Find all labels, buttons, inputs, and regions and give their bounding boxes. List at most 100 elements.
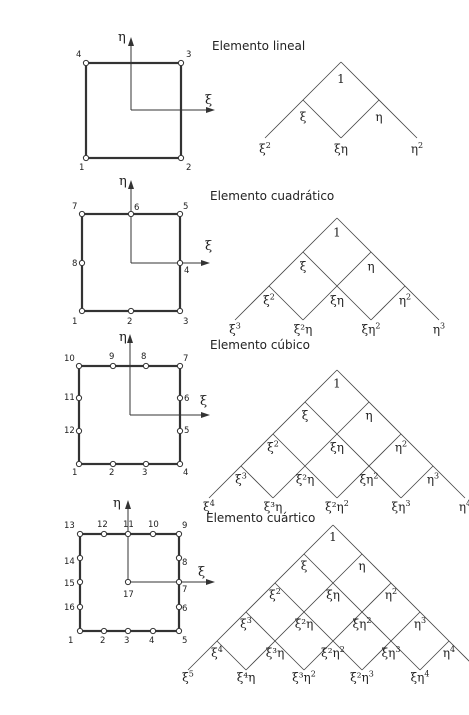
polynomial-term: ξ5 — [182, 670, 194, 685]
node-17 — [124, 578, 132, 586]
term-exponent: 2 — [406, 293, 411, 302]
term-exponent: 4 — [466, 499, 469, 508]
node-label: 6 — [184, 394, 189, 404]
node-8 — [175, 554, 183, 562]
polynomial-term: ξη3 — [392, 499, 411, 514]
node-2 — [177, 154, 185, 162]
term-base: η — [433, 323, 440, 337]
node-5 — [176, 210, 184, 218]
term-base: ξη — [411, 671, 425, 685]
term-exponent: 4 — [218, 645, 223, 654]
polynomial-term: η3 — [414, 616, 426, 631]
term-base: η — [427, 473, 434, 487]
term-base: ξ²η — [321, 646, 340, 660]
term-exponent: 2 — [402, 440, 407, 449]
node-label: 5 — [183, 202, 188, 212]
node-15 — [76, 578, 84, 586]
term-base: ξ³η — [264, 500, 283, 514]
term-base: η — [367, 260, 374, 274]
polynomial-term: ξ3 — [229, 322, 241, 337]
triangle-grid-line — [336, 217, 440, 321]
polynomial-term: η4 — [459, 499, 469, 514]
node-label: 12 — [64, 426, 75, 436]
polynomial-term: 1 — [333, 226, 341, 240]
polynomial-term: ξ2 — [263, 293, 275, 308]
polynomial-term: η — [365, 409, 372, 423]
polynomial-term: ξ2 — [267, 440, 279, 455]
node-label: 10 — [148, 520, 159, 530]
polynomial-term: η2 — [399, 293, 411, 308]
node-label: 1 — [68, 636, 73, 646]
term-base: ξη — [353, 617, 367, 631]
polynomial-term: ξ — [300, 110, 307, 124]
xi-arrowhead — [206, 107, 215, 113]
term-base: ξη — [382, 646, 396, 660]
term-base: η — [399, 294, 406, 308]
term-base: ξ — [269, 588, 276, 602]
node-4 — [176, 460, 184, 468]
eta-axis-label: η — [118, 30, 126, 45]
eta-arrowhead — [128, 37, 134, 46]
term-base: ξ — [235, 473, 242, 487]
node-11 — [124, 530, 132, 538]
node-label: 6 — [182, 604, 187, 614]
term-base: η — [385, 588, 392, 602]
term-base: η — [411, 142, 418, 156]
node-14 — [76, 554, 84, 562]
polynomial-term: ξ³η — [266, 646, 285, 660]
triangle-grid-line — [302, 99, 342, 139]
polynomial-term: ξη2 — [362, 322, 381, 337]
node-label: 4 — [76, 50, 81, 60]
element-title: Elemento cuadrático — [210, 189, 334, 203]
triangle-grid-line — [340, 99, 380, 139]
node-label: 15 — [64, 579, 75, 589]
term-base: ξη — [392, 500, 406, 514]
eta-arrowhead — [125, 500, 131, 509]
triangle-grid-line — [336, 433, 402, 499]
polynomial-term: η — [375, 110, 382, 124]
node-label: 2 — [127, 317, 132, 327]
triangle-grid-line — [419, 640, 450, 671]
polynomial-term: ξη — [330, 294, 344, 308]
term-base: η — [375, 110, 382, 124]
node-9 — [109, 362, 117, 370]
polynomial-term: ξ4 — [203, 499, 215, 514]
polynomial-term: ξ³η2 — [292, 670, 316, 685]
xi-axis-label: ξ — [200, 394, 207, 409]
node-label: 8 — [141, 352, 146, 362]
node-label: 4 — [183, 468, 188, 478]
term-base: ξη — [330, 441, 344, 455]
triangle-grid-line — [268, 285, 304, 321]
term-exponent: 3 — [421, 616, 426, 625]
term-base: ξ — [263, 294, 270, 308]
term-exponent: 2 — [373, 472, 378, 481]
node-2 — [109, 460, 117, 468]
triangle-grid-line — [302, 251, 372, 321]
polynomial-term: ξη — [326, 588, 340, 602]
term-exponent: 2 — [366, 616, 371, 625]
node-label: 3 — [124, 636, 129, 646]
term-base: η — [459, 500, 466, 514]
term-base: ξη — [334, 142, 348, 156]
term-exponent: 2 — [270, 293, 275, 302]
term-base: 1 — [337, 72, 345, 86]
node-label: 11 — [123, 520, 134, 530]
node-label: 3 — [142, 468, 147, 478]
node-1 — [75, 460, 83, 468]
polynomial-term: ξ4 — [211, 645, 223, 660]
term-base: ξ — [211, 646, 218, 660]
node-label: 5 — [184, 426, 189, 436]
node-label: 8 — [182, 558, 187, 568]
node-label: 9 — [109, 352, 114, 362]
polynomial-term: η3 — [427, 472, 439, 487]
triangle-grid-line — [400, 465, 434, 499]
node-6 — [176, 394, 184, 402]
polynomial-term: 1 — [329, 530, 337, 544]
node-13 — [76, 530, 84, 538]
polynomial-term: ξ2 — [269, 587, 281, 602]
term-base: ξ — [267, 441, 274, 455]
node-label: 7 — [182, 585, 187, 595]
